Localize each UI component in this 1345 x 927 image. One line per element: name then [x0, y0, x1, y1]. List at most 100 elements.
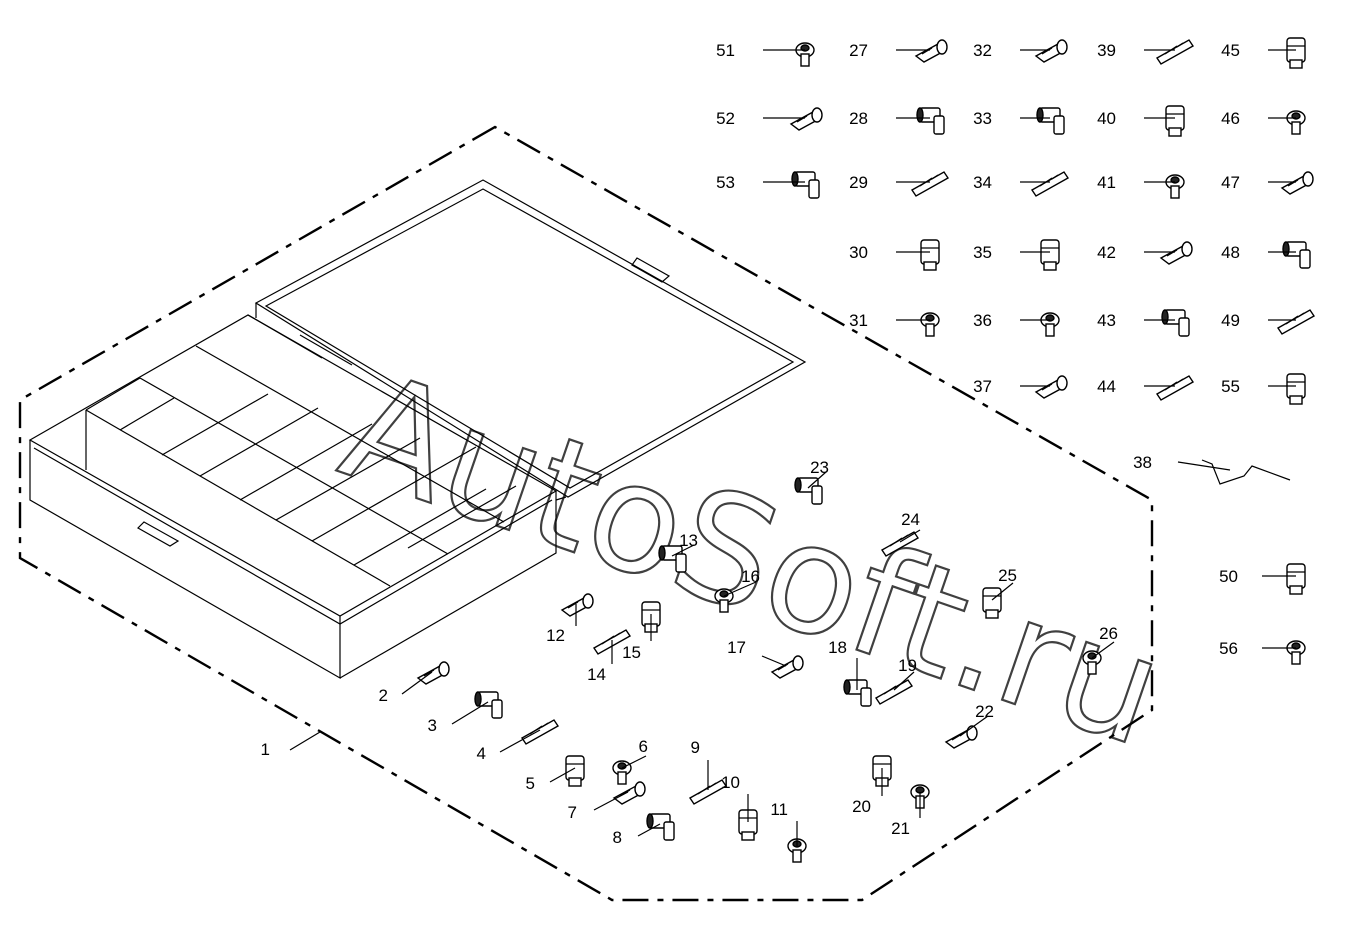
label-16: 16: [741, 567, 760, 586]
part-56: [1286, 640, 1306, 665]
label-2: 2: [379, 686, 388, 705]
part-48: [1282, 241, 1311, 269]
part-55: [1286, 373, 1306, 405]
label-3: 3: [428, 716, 437, 735]
part-24: [880, 531, 920, 557]
leader-2: [401, 671, 433, 695]
part-44: [1155, 375, 1195, 401]
label-13: 13: [679, 531, 698, 550]
label-23: 23: [810, 458, 829, 477]
part-37: [1034, 375, 1068, 399]
label-56: 56: [1219, 639, 1238, 658]
leader-3: [451, 701, 489, 725]
label-43: 43: [1097, 311, 1116, 330]
label-24: 24: [901, 510, 920, 529]
leader-25: [991, 582, 1014, 601]
part-23: [794, 477, 823, 505]
label-52: 52: [716, 109, 735, 128]
leader-8: [637, 823, 661, 837]
part-47: [1280, 171, 1314, 195]
label-50: 50: [1219, 567, 1238, 586]
part-12: [560, 593, 594, 617]
label-1: 1: [261, 740, 270, 759]
part-19: [874, 679, 914, 705]
part-43: [1161, 309, 1190, 337]
label-15: 15: [622, 643, 641, 662]
part-49: [1276, 309, 1316, 335]
part-9: [688, 779, 728, 805]
organizer-box: [28, 179, 807, 680]
part-2: [416, 661, 450, 685]
label-22: 22: [975, 702, 994, 721]
part-38: [1201, 459, 1291, 485]
label-38: 38: [1133, 453, 1152, 472]
label-28: 28: [849, 109, 868, 128]
part-22: [944, 725, 978, 749]
label-41: 41: [1097, 173, 1116, 192]
label-45: 45: [1221, 41, 1240, 60]
label-6: 6: [639, 737, 648, 756]
label-26: 26: [1099, 624, 1118, 643]
label-4: 4: [477, 744, 486, 763]
label-30: 30: [849, 243, 868, 262]
label-42: 42: [1097, 243, 1116, 262]
label-33: 33: [973, 109, 992, 128]
label-25: 25: [998, 566, 1017, 585]
leader-24: [899, 529, 921, 543]
part-3: [474, 691, 503, 719]
leader-5: [549, 767, 576, 783]
label-46: 46: [1221, 109, 1240, 128]
kit-boundary: [18, 125, 1154, 902]
label-31: 31: [849, 311, 868, 330]
label-34: 34: [973, 173, 992, 192]
part-13: [658, 545, 687, 573]
leader-19: [893, 671, 915, 691]
label-55: 55: [1221, 377, 1240, 396]
label-17: 17: [727, 638, 746, 657]
part-41: [1165, 174, 1185, 199]
label-9: 9: [691, 738, 700, 757]
label-51: 51: [716, 41, 735, 60]
label-49: 49: [1221, 311, 1240, 330]
part-51: [795, 42, 815, 67]
leader-26: [1091, 641, 1115, 659]
leader-4: [499, 729, 541, 753]
label-18: 18: [828, 638, 847, 657]
part-27: [914, 39, 948, 63]
part-42: [1159, 241, 1193, 265]
part-34: [1030, 171, 1070, 197]
part-45: [1286, 37, 1306, 69]
label-37: 37: [973, 377, 992, 396]
label-21: 21: [891, 819, 910, 838]
leader-23: [807, 471, 827, 489]
label-14: 14: [587, 665, 606, 684]
leader-6: [621, 755, 647, 769]
leader-13: [671, 544, 695, 557]
part-4: [520, 719, 560, 745]
leader-16: [723, 581, 757, 597]
label-35: 35: [973, 243, 992, 262]
part-31: [920, 312, 940, 337]
part-33: [1036, 107, 1065, 135]
leader-7: [593, 791, 629, 811]
part-7: [612, 781, 646, 805]
watermark: AutoSoft.ru: [323, 340, 1182, 781]
label-48: 48: [1221, 243, 1240, 262]
label-19: 19: [898, 656, 917, 675]
label-39: 39: [1097, 41, 1116, 60]
part-39: [1155, 39, 1195, 65]
leader-22: [959, 715, 989, 737]
label-27: 27: [849, 41, 868, 60]
label-12: 12: [546, 626, 565, 645]
part-29: [910, 171, 950, 197]
leader-38: [1177, 461, 1231, 471]
label-44: 44: [1097, 377, 1116, 396]
leader-lines: [289, 49, 1296, 846]
label-36: 36: [973, 311, 992, 330]
leader-1: [289, 731, 321, 751]
part-32: [1034, 39, 1068, 63]
part-50: [1286, 563, 1306, 595]
part-35: [1040, 239, 1060, 271]
